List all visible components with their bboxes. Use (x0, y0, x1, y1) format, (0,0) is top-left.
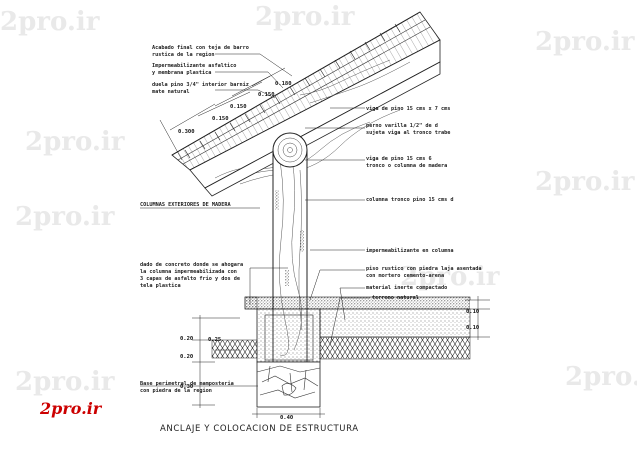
watermark-text: 2pro.ir (535, 27, 635, 57)
annotation-text: con mortero cemento-arena (366, 273, 444, 279)
watermark-text: 2pro.ir (0, 7, 100, 37)
annotation-text: viga de pino 15 cms x 7 cms (366, 106, 450, 112)
dim-label: 0.10 (466, 325, 479, 331)
watermark-text: 2pro.ir (565, 362, 637, 392)
annotation-text: tela plastica (140, 283, 181, 289)
annotation-text: viga de pino 15 cms 6 (366, 156, 432, 162)
annotation-text: mate natural (152, 89, 189, 95)
roof-dimensions (159, 67, 286, 161)
left-dimensions (192, 315, 240, 408)
annotation-text: impermeabilizante en columna (366, 248, 453, 254)
dim-label: 0.10 (466, 309, 479, 315)
roof-assembly (171, 11, 441, 197)
watermark-text: 2pro.ir (400, 262, 500, 292)
dim-label: 0.25 (208, 337, 221, 343)
dim-label: 0.150 (230, 104, 247, 110)
annotation-text: Base perimetral de mamposteria (140, 381, 234, 387)
annotation-text: la columna impermeabilizada con (140, 269, 237, 275)
annotation-text: tronco o columna de madera (366, 163, 447, 169)
site-logo: 2pro.ir (39, 399, 103, 418)
annotation-text: duela pino 3/4" interior barniz (152, 82, 249, 88)
dim-label: 0.150 (212, 116, 229, 122)
annotation-text: Impermeabilizante asfaltico (152, 63, 236, 69)
annotation-text: 3 capas de asfalto frio y dos de (140, 276, 240, 282)
dim-label: 0.150 (258, 92, 275, 98)
dim-label: 0.20 (180, 354, 193, 360)
annotations: Acabado final con teja de barro rustica … (140, 44, 482, 394)
watermark-text: 2pro.ir (255, 2, 355, 32)
annotation-text: dado de concreto donde se ahogara (140, 262, 243, 268)
annotation-text: terreno natural (372, 295, 419, 301)
dim-label: 0.300 (178, 129, 195, 135)
watermark-layer: 2pro.ir 2pro.ir 2pro.ir 2pro.ir 2pro.ir … (0, 2, 637, 397)
watermark-text: 2pro.ir (25, 127, 125, 157)
dim-label: 0.40 (280, 415, 293, 421)
right-dimensions (465, 296, 490, 340)
dim-label: 0.30 (180, 384, 193, 390)
annotation-text: COLUMNAS EXTERIORES DE MADERA (140, 202, 231, 208)
annotation-text: con piedra de la region (140, 388, 212, 394)
watermark-text: 2pro.ir (15, 367, 115, 397)
annotation-text: material inerte compactado (366, 285, 447, 291)
drawing-title: ANCLAJE Y COLOCACION DE ESTRUCTURA (160, 424, 359, 434)
annotation-text: rustica de la region (152, 52, 214, 58)
annotation-text: sujeta viga al tronco trabe (366, 129, 450, 136)
foundation (211, 296, 480, 408)
dim-label: 0.180 (275, 81, 292, 87)
annotation-text: y membrana plastica (152, 70, 211, 76)
dim-label: 0.20 (180, 336, 193, 342)
watermark-text: 2pro.ir (15, 202, 115, 232)
leader-lines (140, 53, 370, 387)
annotation-text: perno varilla 1/2" de d (366, 123, 438, 129)
annotation-text: Acabado final con teja de barro (152, 44, 249, 51)
annotation-text: piso rustico con piedra laja asentada (366, 265, 482, 272)
annotation-text: columna tronco pino 15 cms d (366, 197, 453, 203)
bottom-dimension (252, 408, 325, 418)
watermark-text: 2pro.ir (535, 167, 635, 197)
